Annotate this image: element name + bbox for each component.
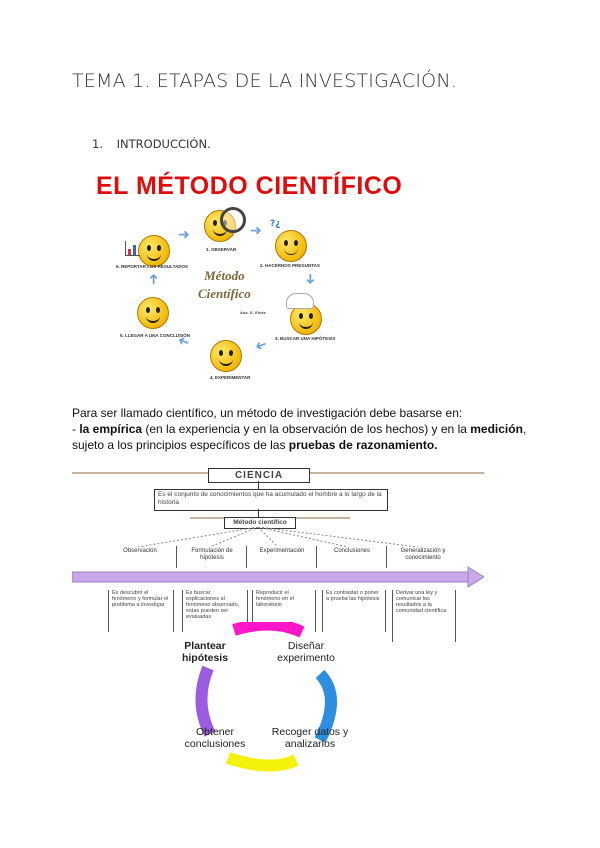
metodo-label: Método científico <box>224 517 296 529</box>
arrow-right-icon: ➜ <box>250 223 262 239</box>
section-title: INTRODUCCIÓN. <box>116 137 211 151</box>
science-figure: CIENCIA Es el conjunto de conocimientos … <box>72 462 484 782</box>
arrow-right-icon: ➜ <box>178 227 190 243</box>
report-smiley-icon <box>138 235 170 267</box>
question-marks-icon: ?¿ <box>270 219 281 229</box>
cycle-recoger-datos: Recoger datos y analizarlos <box>271 726 349 750</box>
method-banner: EL MÉTODO CIENTÍFICO <box>96 172 403 200</box>
method-center-author: Ana. E. Rivas <box>240 311 266 315</box>
question-smiley-icon <box>275 230 307 262</box>
step-caption: 2. HACERNOS PREGUNTAS <box>260 263 320 268</box>
column-description: Es contrastar o poner a prueba las hipót… <box>322 590 386 632</box>
magnifier-icon <box>220 207 246 233</box>
cycle-obtener-conclusiones: Obtener conclusiones <box>184 726 246 750</box>
razonamiento-term: pruebas de razonamiento. <box>288 438 438 452</box>
arrow-down-icon: ➜ <box>301 273 318 285</box>
section-heading: 1. INTRODUCCIÓN. <box>92 137 211 151</box>
ciencia-definition: Es el conjunto de conocimientos que ha a… <box>154 489 388 511</box>
column-description: Es descubrir el fenómeno y formular el p… <box>108 590 174 632</box>
column-label: Conclusiones <box>333 548 371 554</box>
section-number: 1. <box>92 137 103 151</box>
paragraph-line2: - la empírica (en la experiencia y en la… <box>72 422 527 452</box>
cycle-arcs <box>195 622 337 772</box>
method-cycle-figure: Método Científico Ana. E. Rivas ?¿ ➜ ➜ ➜… <box>110 205 360 385</box>
column-label: Generalización y conocimiento <box>400 548 446 561</box>
column-label: Formulación de hipótesis <box>191 548 233 561</box>
conclusion-smiley-icon <box>137 297 169 329</box>
method-center-label: Método Científico <box>198 267 251 303</box>
method-center-line2: Científico <box>198 286 251 301</box>
column-description: Reproducir el fenómeno en el laboratorio <box>252 590 316 632</box>
document-title: TEMA 1. ETAPAS DE LA INVESTIGACIÓN. <box>72 70 457 92</box>
connector-lines <box>137 527 419 547</box>
arrow-up-icon: ➜ <box>145 273 162 285</box>
experiment-smiley-icon <box>210 340 242 372</box>
column-description: Derivar una ley y comunicar los resultad… <box>392 590 456 642</box>
step-caption: 1. OBSERVAR <box>206 247 237 252</box>
ciencia-header: CIENCIA <box>208 468 310 483</box>
step-caption: 4. EXPERIMENTAR <box>210 375 251 380</box>
timeline-arrow <box>72 566 484 588</box>
medicion-term: medición <box>470 422 523 436</box>
step-caption: 3. BUSCAR UNA HIPÓTESIS <box>275 336 336 341</box>
method-center-line1: Método <box>204 268 245 283</box>
bar-chart-icon <box>125 241 140 256</box>
step-caption: 6. REPORTAR LOS RESULTADOS <box>116 264 189 269</box>
chef-hat-icon <box>286 293 314 309</box>
column-label: Observación <box>123 548 157 554</box>
column-description: Es buscar explicaciones al fenómeno obse… <box>182 590 248 632</box>
empirica-term: la empírica <box>79 422 143 436</box>
method-paragraph: Para ser llamado científico, un método d… <box>72 405 532 453</box>
step-caption: 5. LLEGAR A UNA CONCLUSIÓN <box>120 333 191 338</box>
cycle-plantear-hipotesis: Plantear hipótesis <box>181 640 229 664</box>
column-label: Experimentación <box>259 548 305 554</box>
cycle-disenar-experimento: Diseñar experimento <box>277 640 335 664</box>
arrow-left-icon: ➜ <box>252 335 270 355</box>
paragraph-line1: Para ser llamado científico, un método d… <box>72 406 463 420</box>
